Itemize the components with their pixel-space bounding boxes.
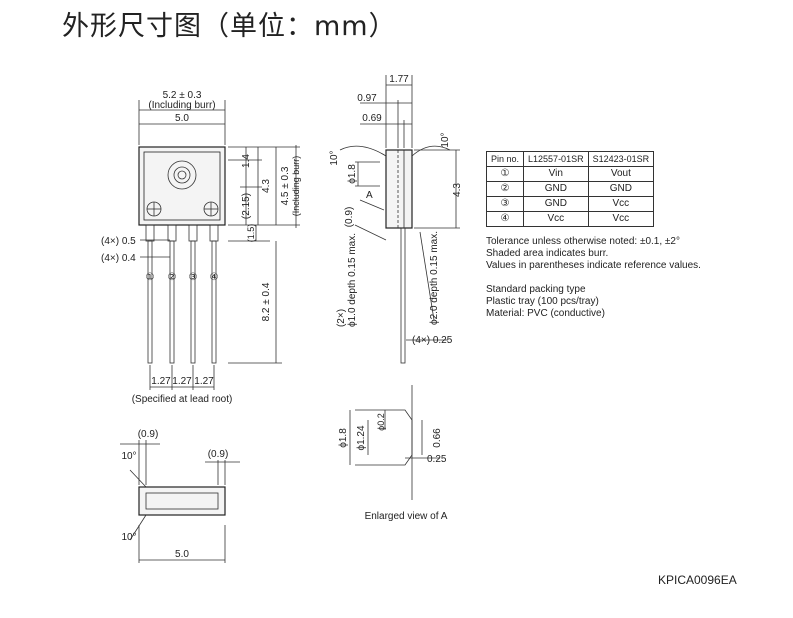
pin-label-1: ① xyxy=(146,272,155,283)
dim-1-4: 1.4 xyxy=(241,154,252,168)
dim-pitch-2: 1.27 xyxy=(172,376,192,387)
lead-2 xyxy=(169,240,175,364)
table-header: Pin no. xyxy=(485,151,525,167)
note-packing-tray: Plastic tray (100 pcs/tray) xyxy=(486,296,599,307)
dim-enlarged-066: 0.66 xyxy=(432,428,443,448)
depth-left: ϕ1.0 depth 0.15 max. xyxy=(347,233,358,327)
dim-2-15: (2.15) xyxy=(241,193,252,219)
dim-lead-length: 8.2 ± 0.4 xyxy=(261,282,272,321)
dim-enlarged-025: 0.25 xyxy=(427,454,447,465)
dim-lead-w-05: (4×) 0.5 xyxy=(101,236,136,247)
pin-label-2: ② xyxy=(168,272,177,283)
label-a: A xyxy=(366,190,373,201)
dim-0-9-right: (0.9) xyxy=(208,449,229,460)
dim-including-burr: (Including burr) xyxy=(148,100,215,111)
note-tolerance: Tolerance unless otherwise noted: ±0.1, … xyxy=(486,236,680,247)
dim-pitch-3: 1.27 xyxy=(194,376,214,387)
table-cell: ③ xyxy=(485,196,525,212)
table-header: L12557-01SR xyxy=(523,151,589,167)
dim-1-77: 1.77 xyxy=(389,74,409,85)
angle-top: 10° xyxy=(121,451,136,462)
note-parentheses: Values in parentheses indicate reference… xyxy=(486,260,701,271)
dim-enlarged-phi02: ϕ0.2 xyxy=(376,413,386,431)
table-cell: Vout xyxy=(587,166,655,182)
table-row: ③ GND Vcc xyxy=(485,196,655,212)
enlarged-caption: Enlarged view of A xyxy=(365,511,448,522)
table-cell: Vcc xyxy=(587,211,655,227)
pin-label-3: ③ xyxy=(189,272,198,283)
dim-width-body: 5.0 xyxy=(175,113,189,124)
pitch-note: (Specified at lead root) xyxy=(132,394,233,405)
note-spacer xyxy=(486,272,701,284)
dim-enlarged-phi18: ϕ1.8 xyxy=(338,428,349,448)
drawing-code: KPICA0096EA xyxy=(658,573,737,587)
angle-left: 10° xyxy=(329,150,340,165)
note-packing-type: Standard packing type xyxy=(486,284,586,295)
table-cell: Vin xyxy=(523,166,589,182)
dim-1-5: (1.5) xyxy=(246,224,256,243)
table-row: ① Vin Vout xyxy=(485,166,655,182)
side-lead xyxy=(400,227,406,364)
table-cell: Vcc xyxy=(587,196,655,212)
dim-0-97: 0.97 xyxy=(357,93,377,104)
table-row: ② GND GND xyxy=(485,181,655,197)
dim-0-69: 0.69 xyxy=(362,113,382,124)
note-shaded: Shaded area indicates burr. xyxy=(486,248,609,259)
lead-1 xyxy=(147,240,153,364)
dim-enlarged-phi124: ϕ1.24 xyxy=(356,425,367,451)
dim-width-burr: 5.2 ± 0.3 xyxy=(163,90,202,101)
table-cell: ④ xyxy=(485,211,525,227)
note-material: Material: PVC (conductive) xyxy=(486,308,605,319)
dim-width-bottom: 5.0 xyxy=(175,549,189,560)
table-cell: GND xyxy=(587,181,655,197)
table-cell: ① xyxy=(485,166,525,182)
table-cell: Vcc xyxy=(523,211,589,227)
package-body-side xyxy=(385,149,413,229)
dim-4-5: 4.5 ± 0.3 xyxy=(280,166,291,205)
package-body-front xyxy=(138,146,226,226)
dim-0-9-left: (0.9) xyxy=(138,429,159,440)
dim-4-3: 4.3 xyxy=(261,179,272,193)
pin-assignment-table: Pin no. L12557-01SR S12423-01SR ① Vin Vo… xyxy=(485,151,655,227)
table-cell: GND xyxy=(523,196,589,212)
package-body-bottom xyxy=(138,486,226,516)
dim-phi-1-8: ϕ1.8 xyxy=(347,164,358,184)
dim-lead-w-04: (4×) 0.4 xyxy=(101,253,136,264)
angle-bottom: 10° xyxy=(121,532,136,543)
lens-outer xyxy=(167,160,197,190)
page-title: 外形尺寸图（单位：mm） xyxy=(62,11,397,42)
table-row: ④ Vcc Vcc xyxy=(485,211,655,227)
dim-4-3-side: 4.3 xyxy=(452,183,463,197)
table-header-row: Pin no. L12557-01SR S12423-01SR xyxy=(485,151,655,167)
dim-4-5-note: (Including burr) xyxy=(291,156,301,217)
depth-right: ϕ2.0 depth 0.15 max. xyxy=(429,231,440,325)
pin-label-4: ④ xyxy=(210,272,219,283)
dim-pitch-1: 1.27 xyxy=(151,376,171,387)
dim-0-9-side: (0.9) xyxy=(344,207,355,228)
table-header: S12423-01SR xyxy=(587,151,655,167)
lead-4 xyxy=(211,240,217,364)
notes-block: Tolerance unless otherwise noted: ±0.1, … xyxy=(486,236,701,320)
angle-right: 10° xyxy=(440,132,451,147)
table-cell: ② xyxy=(485,181,525,197)
table-cell: GND xyxy=(523,181,589,197)
lens-inner xyxy=(173,166,191,184)
lead-3 xyxy=(190,240,196,364)
dim-lead-thk: (4×) 0.25 xyxy=(412,335,453,346)
depth-left-count: (2×) xyxy=(336,309,347,327)
